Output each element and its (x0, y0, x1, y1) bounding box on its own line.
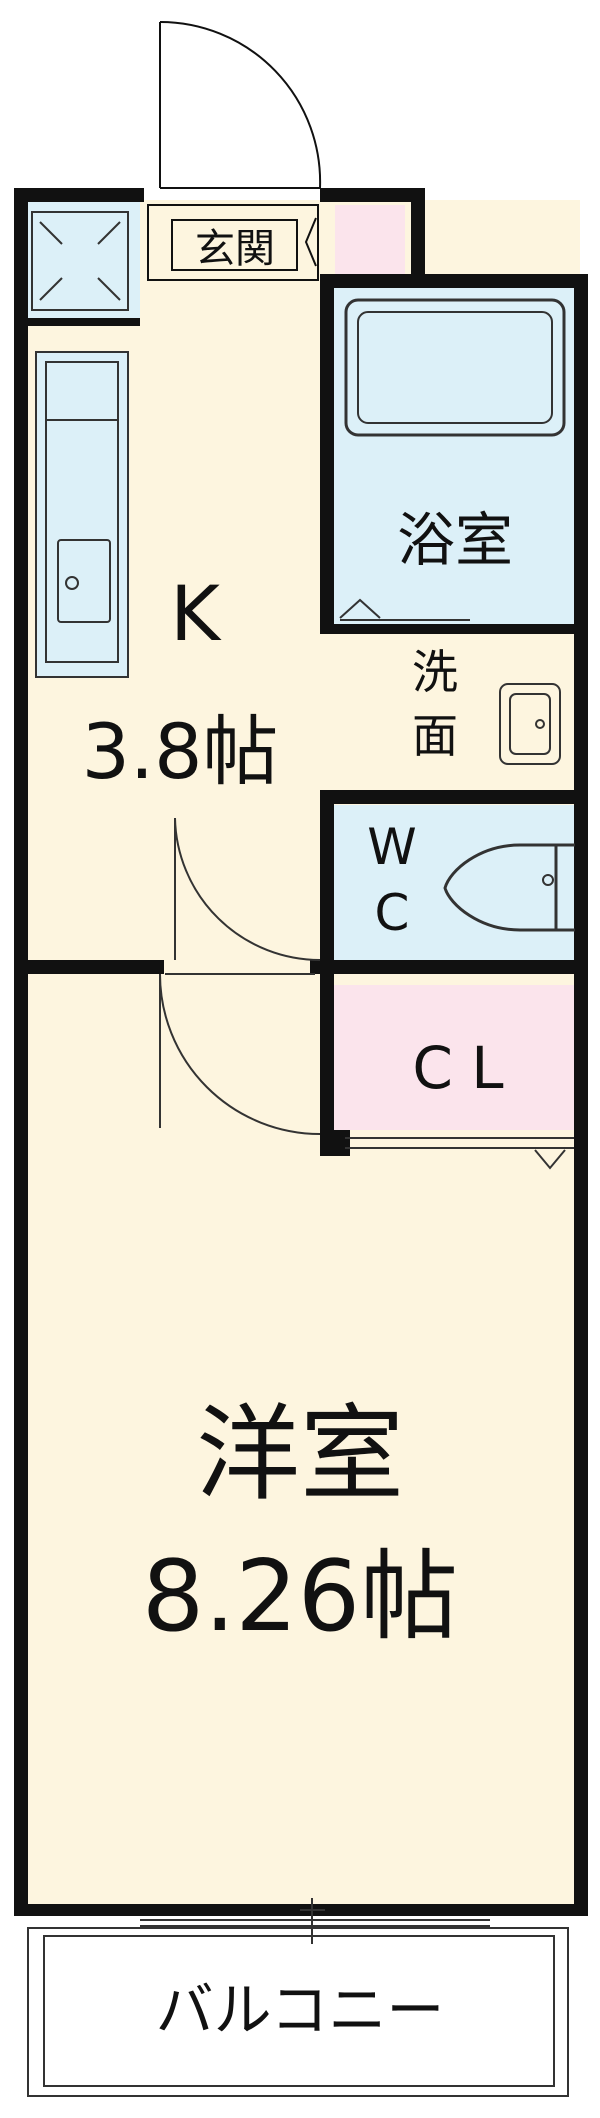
wall-left (14, 188, 28, 1916)
label-toilet-1: W (367, 818, 416, 876)
balcony (27, 1927, 569, 2097)
toilet-icon (443, 843, 575, 932)
label-kitchen: K (170, 569, 222, 658)
shoe-box-icon (31, 211, 129, 311)
washbasin-icon (499, 683, 561, 765)
wall-shoebox-bottom (28, 318, 140, 326)
bath-fill (330, 285, 580, 630)
label-western-room: 洋室 (196, 1393, 404, 1515)
bath-door-icon (339, 598, 470, 621)
wall-wc-top (320, 790, 588, 804)
label-washroom-2: 面 (412, 709, 458, 763)
wall-kitchen-bottom (14, 960, 164, 974)
sink-icon (57, 539, 111, 623)
wall-top-bath (320, 274, 588, 288)
label-washroom-1: 洗 (412, 645, 458, 699)
walls (14, 188, 588, 1916)
label-closet: C L (412, 1034, 503, 1102)
wall-closet-left (320, 974, 334, 1156)
wall-right (574, 274, 588, 1916)
label-bathroom: 浴室 (397, 506, 513, 574)
genkan-step (147, 204, 319, 281)
wall-closet-bottom (320, 1130, 350, 1156)
closet-fill (330, 985, 580, 1130)
entry-pink-box (335, 205, 405, 275)
wall-right-entry (411, 188, 425, 288)
entrance-door-icon (159, 21, 322, 189)
wc-fill (330, 805, 580, 965)
shoebox-fill (20, 200, 140, 320)
wall-top-left (14, 188, 144, 202)
label-balcony: バルコニー (156, 1976, 445, 2044)
label-kitchen-area: 3.8帖 (82, 707, 279, 796)
label-toilet-2: C (375, 884, 410, 942)
door-swing-icon-2 (159, 973, 321, 1135)
room-fills (20, 200, 580, 1910)
wall-wc-left (320, 790, 334, 970)
label-entrance: 玄関 (195, 226, 275, 272)
wall-bath-left (320, 274, 334, 634)
wall-top-right (320, 188, 425, 202)
wall-bath-bottom (320, 624, 588, 634)
closet-rail (345, 1137, 574, 1170)
door-swing-icon (174, 817, 321, 961)
bathtub-icon (344, 298, 566, 437)
kitchen-counter-icon (35, 351, 129, 678)
label-western-room-area: 8.26帖 (142, 1540, 458, 1654)
wall-kitchen-bottom-right (310, 960, 588, 974)
